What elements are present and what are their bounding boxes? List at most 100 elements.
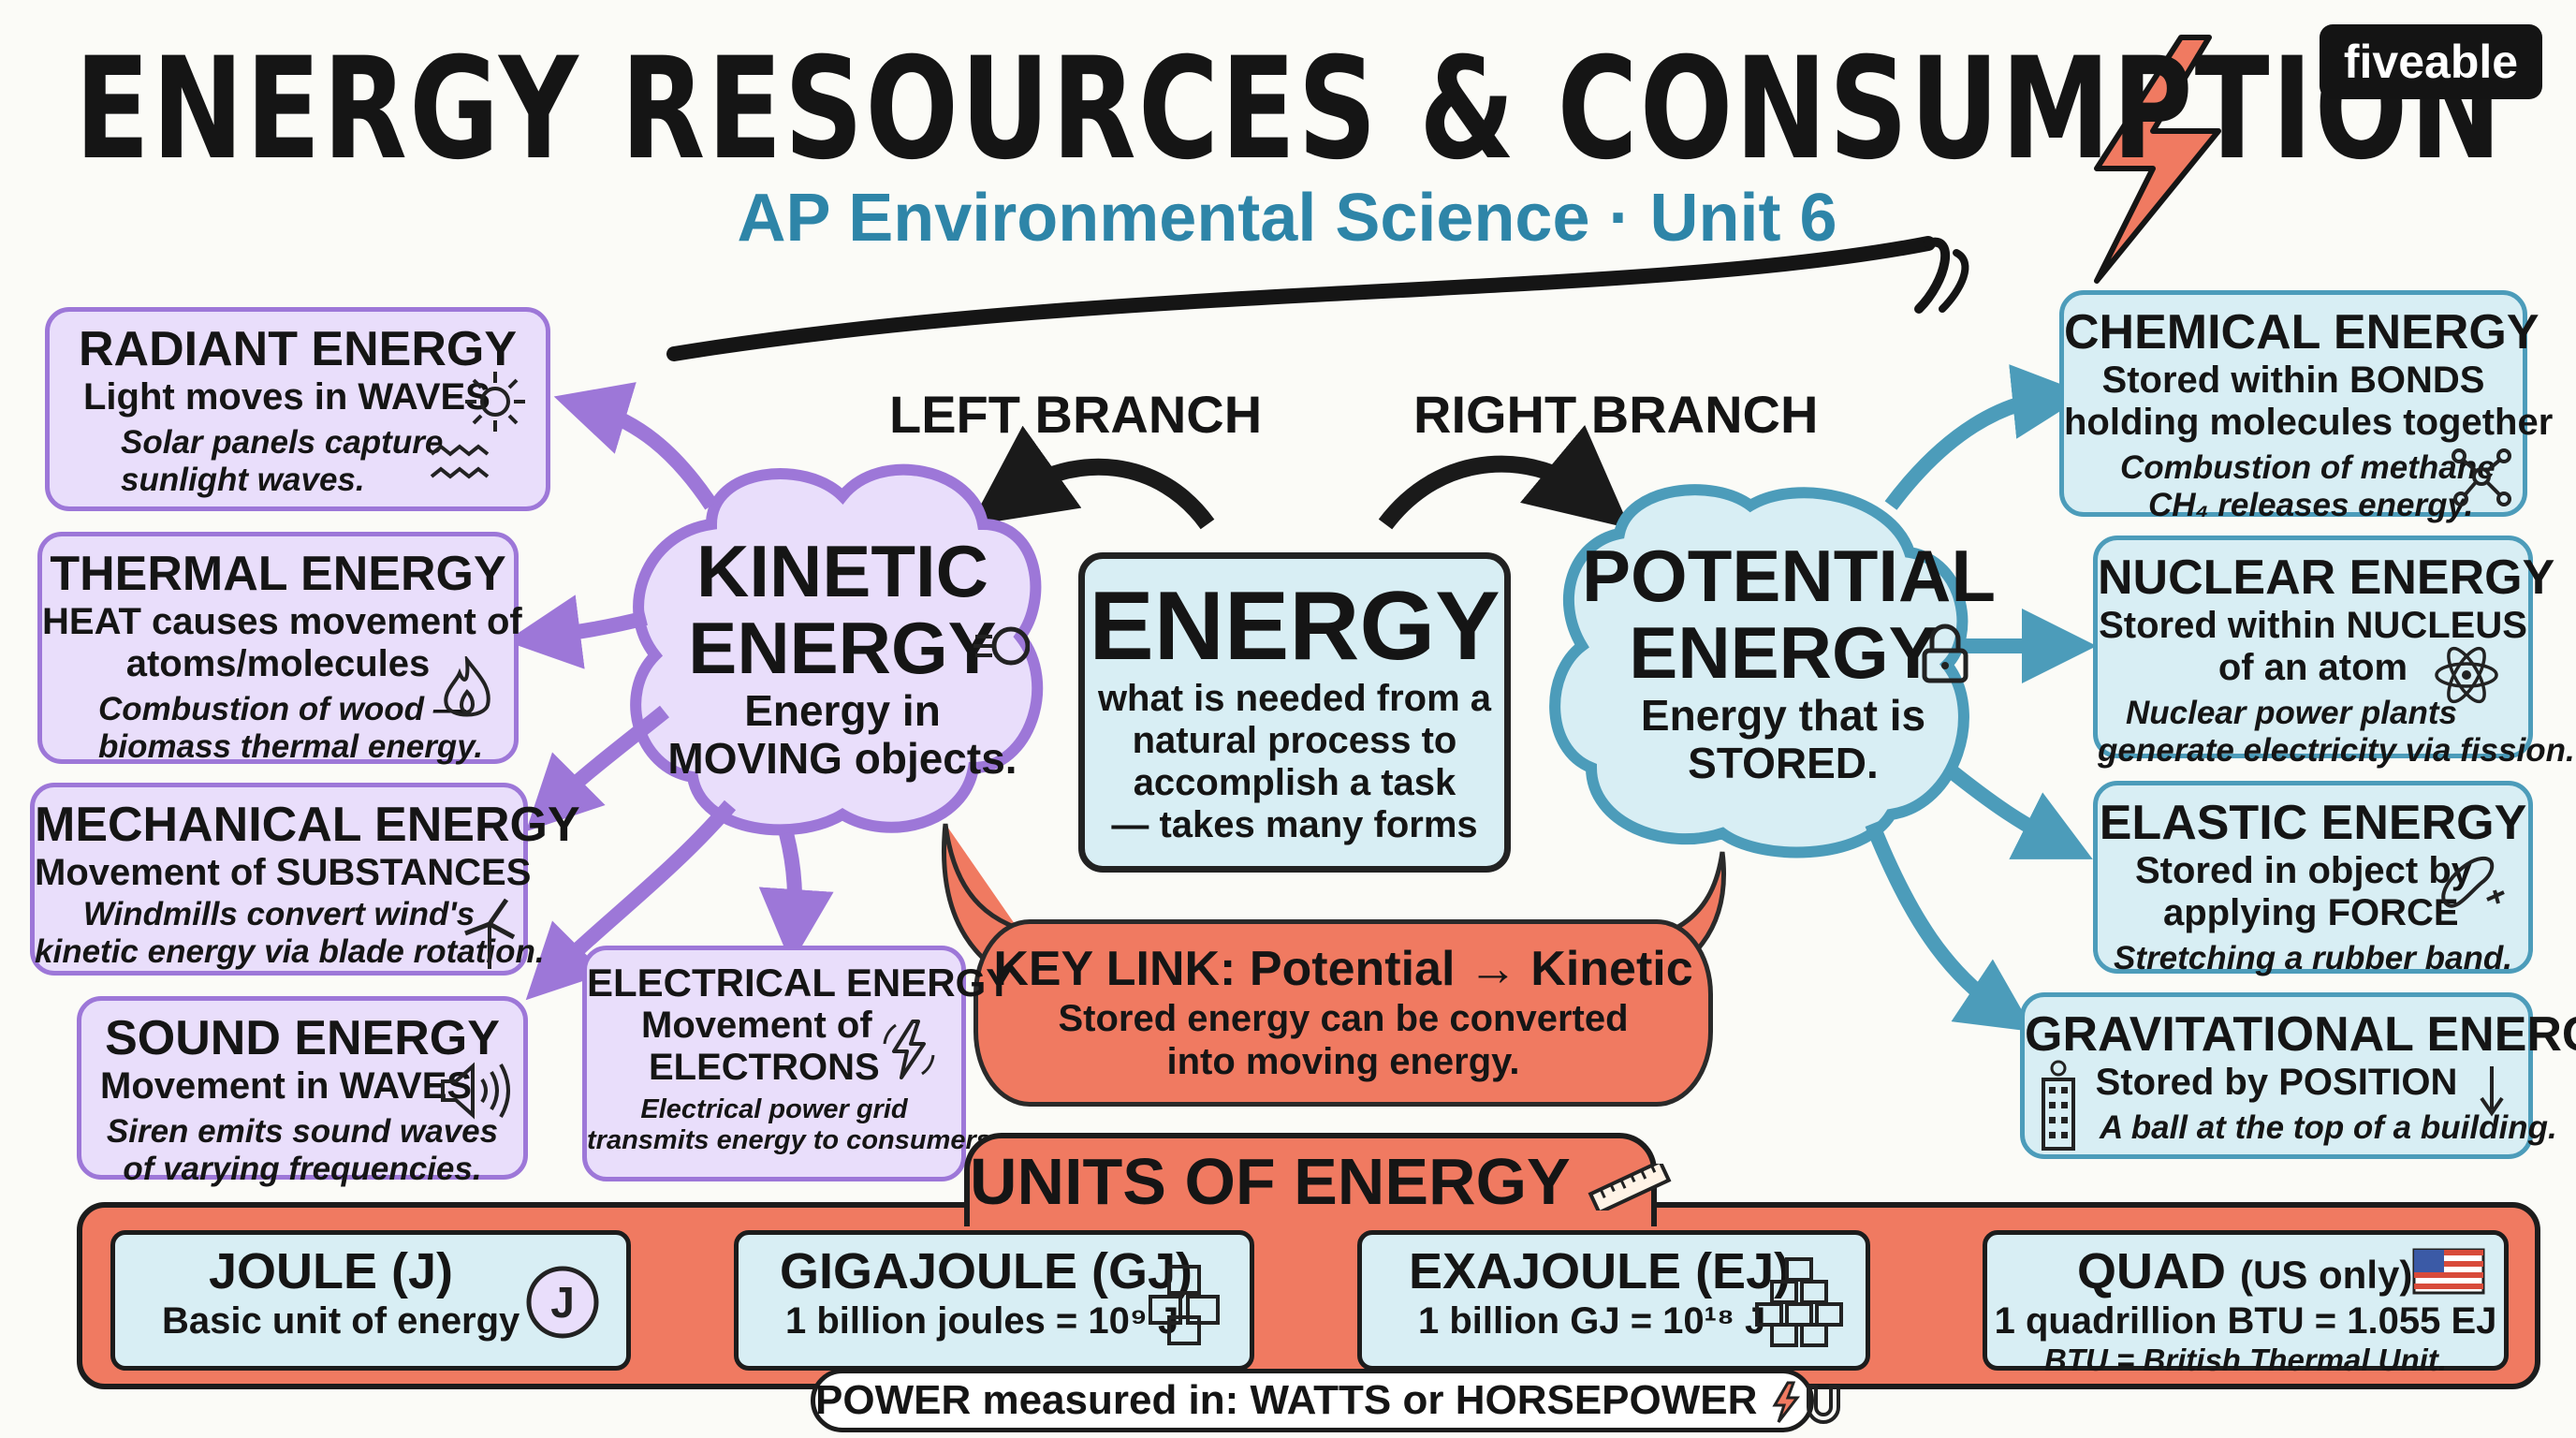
potential-desc: STORED. xyxy=(1688,739,1879,788)
thermal-energy-title: THERMAL ENERGY xyxy=(50,547,506,601)
unit-joule-name: JOULE (J) xyxy=(209,1243,454,1299)
sound-energy-example: Siren emits sound waves xyxy=(106,1112,499,1150)
chemical-energy-example: CH₄ releases energy. xyxy=(2148,487,2474,524)
elastic-energy-desc: Stored in object by xyxy=(2135,850,2473,892)
gravitational-energy-desc: Stored by POSITION xyxy=(2095,1062,2458,1104)
subtitle-swoosh xyxy=(666,236,1936,361)
elastic-energy-box: ELASTIC ENERGY Stored in object by apply… xyxy=(2093,781,2533,976)
horseshoe-icon xyxy=(1806,1385,1840,1425)
building-icon xyxy=(2042,1060,2075,1151)
kinetic-desc: Energy in xyxy=(744,685,941,735)
page-subtitle: AP Environmental Science · Unit 6 xyxy=(737,181,1837,256)
potential-title: POTENTIAL xyxy=(1582,535,1996,617)
unit-quad-desc: 1 quadrillion BTU = 1.055 EJ xyxy=(1994,1300,2497,1343)
kinetic-title: ENERGY xyxy=(688,606,997,689)
chemical-energy-desc: Stored within BONDS xyxy=(2101,360,2485,402)
elastic-energy-title: ELASTIC ENERGY xyxy=(2099,796,2527,850)
nuclear-energy-desc: Stored within NUCLEUS xyxy=(2099,605,2527,647)
unit-quad-note: (US only) xyxy=(2240,1253,2413,1297)
cubes-small-icon xyxy=(1149,1265,1220,1345)
electrical-energy-box: ELECTRICAL ENERGY Movement of ELECTRONS … xyxy=(582,946,1013,1181)
ruler-icon xyxy=(1588,1158,1672,1215)
rubber-band-icon xyxy=(2441,856,2505,908)
energy-desc-line: natural process to xyxy=(1132,719,1457,761)
speed-ball-icon xyxy=(973,626,1030,666)
joule-circle-icon: J xyxy=(526,1266,599,1339)
unit-gigajoule-name: GIGAJOULE (GJ) xyxy=(780,1243,1193,1299)
kinetic-desc: MOVING objects. xyxy=(667,734,1017,784)
chemical-energy-box: CHEMICAL ENERGY Stored within BONDS hold… xyxy=(2059,290,2554,523)
electrical-energy-desc: Movement of xyxy=(641,1005,872,1047)
thermal-energy-example: biomass thermal energy. xyxy=(98,728,484,766)
sound-energy-box: SOUND ENERGY Movement in WAVES Siren emi… xyxy=(77,996,528,1187)
right-branch-label: RIGHT BRANCH xyxy=(1413,385,1819,444)
flame-icon xyxy=(444,656,490,717)
svg-text:J: J xyxy=(550,1278,575,1327)
nuclear-energy-box: NUCLEAR ENERGY Stored within NUCLEUS of … xyxy=(2093,536,2575,769)
elastic-energy-example: Stretching a rubber band. xyxy=(2114,939,2512,976)
unit-quad: QUAD (US only) 1 quadrillion BTU = 1.055… xyxy=(1983,1230,2509,1377)
sound-energy-title: SOUND ENERGY xyxy=(105,1011,500,1065)
chemical-energy-example: Combustion of methane xyxy=(2120,448,2496,486)
mechanical-energy-title: MECHANICAL ENERGY xyxy=(35,798,580,852)
mechanical-energy-desc: Movement of SUBSTANCES xyxy=(35,852,532,894)
unit-gigajoule-desc: 1 billion joules = 10⁹ J xyxy=(785,1300,1179,1343)
nuclear-energy-example: Nuclear power plants xyxy=(2126,694,2457,731)
electrical-energy-title: ELECTRICAL ENERGY xyxy=(587,961,1013,1005)
radiant-energy-box: RADIANT ENERGY Light moves in WAVES Sola… xyxy=(45,307,550,511)
radiant-energy-example: sunlight waves. xyxy=(121,462,365,499)
energy-title: ENERGY xyxy=(1089,572,1500,681)
bolt-icon xyxy=(1772,1381,1800,1424)
kinetic-title: KINETIC xyxy=(696,530,988,612)
electrical-energy-example: Electrical power grid xyxy=(640,1093,908,1124)
key-link-title: KEY LINK: Potential → Kinetic xyxy=(993,942,1693,996)
speaker-icon xyxy=(441,1062,510,1120)
chemical-energy-title: CHEMICAL ENERGY xyxy=(2064,305,2539,360)
energy-desc-line: what is needed from a xyxy=(1097,678,1492,720)
mechanical-energy-example: Windmills convert wind's xyxy=(82,895,476,932)
electrical-energy-desc: ELECTRONS xyxy=(649,1046,880,1088)
radiant-energy-example: Solar panels capture xyxy=(121,423,444,461)
mechanical-energy-box: MECHANICAL ENERGY Movement of SUBSTANCES… xyxy=(30,783,580,976)
chemical-energy-desc: holding molecules together xyxy=(2064,401,2554,443)
radiant-energy-desc: Light moves in WAVES xyxy=(83,376,490,418)
kinetic-cloud-shape xyxy=(630,463,1044,836)
gravitational-energy-title: GRAVITATIONAL ENERGY xyxy=(2025,1007,2576,1062)
unit-quad-name: QUAD (US only) xyxy=(1987,1243,2504,1299)
unit-gigajoule: GIGAJOULE (GJ) 1 billion joules = 10⁹ J xyxy=(734,1230,1254,1371)
thermal-energy-example: Combustion of wood — xyxy=(98,690,466,727)
sun-icon xyxy=(465,372,525,432)
gravitational-energy-box: GRAVITATIONAL ENERGY Stored by POSITION … xyxy=(2020,992,2576,1159)
lightning-bolt-icon xyxy=(2094,35,2221,284)
power-note-text: POWER measured in: WATTS or HORSEPOWER xyxy=(815,1377,1758,1423)
radiant-energy-title: RADIANT ENERGY xyxy=(78,322,518,376)
power-icons xyxy=(1772,1381,1840,1425)
unit-exajoule-name: EXAJOULE (EJ) xyxy=(1409,1243,1792,1299)
us-flag-icon xyxy=(2412,1248,2485,1295)
potential-desc: Energy that is xyxy=(1640,690,1926,740)
mechanical-energy-example: kinetic energy via blade rotation. xyxy=(35,933,545,971)
key-link-line: into moving energy. xyxy=(1166,1041,1520,1082)
page-title: ENERGY RESOURCES & CONSUMPTION xyxy=(75,28,2504,191)
unit-exajoule: EXAJOULE (EJ) 1 billion GJ = 10¹⁸ J xyxy=(1357,1230,1870,1371)
lightning-icon xyxy=(883,1020,935,1079)
gravitational-energy-example: A ball at the top of a building. xyxy=(2100,1108,2557,1146)
molecule-icon xyxy=(2452,448,2511,506)
thermal-energy-desc: atoms/molecules xyxy=(125,642,431,684)
power-note: POWER measured in: WATTS or HORSEPOWER xyxy=(811,1369,1840,1432)
nuclear-energy-example: generate electricity via fission. xyxy=(2098,732,2575,770)
right-branch-arrow xyxy=(1378,424,1631,530)
nuclear-energy-title: NUCLEAR ENERGY xyxy=(2098,550,2555,605)
sound-energy-example: of varying frequencies. xyxy=(123,1151,482,1188)
potential-cloud-shape xyxy=(1549,484,1969,858)
thermal-energy-desc: HEAT causes movement of xyxy=(42,601,522,643)
nuclear-energy-desc: of an atom xyxy=(2217,646,2408,688)
units-title-text: UNITS OF ENERGY xyxy=(970,1145,1570,1218)
energy-center-box: ENERGY what is needed from a natural pro… xyxy=(1078,552,1511,873)
left-branch-label: LEFT BRANCH xyxy=(889,385,1263,444)
thermal-energy-box: THERMAL ENERGY HEAT causes movement of a… xyxy=(37,532,522,766)
lock-icon xyxy=(1922,624,1969,683)
unit-quad-btu-note: BTU = British Thermal Unit. xyxy=(2044,1343,2447,1378)
unit-quad-name-text: QUAD xyxy=(2077,1243,2226,1299)
wave-icon xyxy=(430,444,490,479)
